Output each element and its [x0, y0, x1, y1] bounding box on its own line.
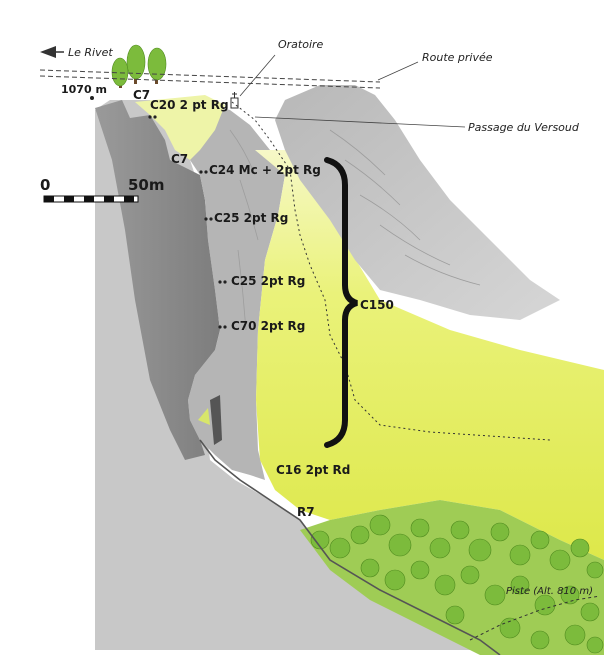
rock-right: [275, 85, 560, 320]
road: [39, 69, 381, 89]
rock-notch: [210, 395, 222, 445]
route-privee-leader: [377, 61, 419, 81]
anchor-dots: [209, 217, 213, 221]
anchor-dots: [223, 325, 227, 329]
piste-path: [469, 595, 601, 641]
passage-leader: [254, 116, 466, 128]
altitude-top-marker: [90, 96, 94, 100]
label-c25b: C25 2pt Rg: [231, 274, 305, 288]
cliff-edge: [199, 439, 501, 655]
oratoire-icon: [230, 92, 239, 109]
rock-striations: [229, 129, 481, 331]
anchor-dots: [153, 115, 157, 119]
anchor-dots: [223, 280, 227, 284]
route-privee-label: Route privée: [422, 51, 493, 64]
scale-bar: [43, 195, 139, 203]
le-rivet-arrow: [40, 46, 64, 58]
anchor-dots: [148, 115, 152, 119]
rock-wall-dark: [95, 100, 220, 460]
oratoire-label: Oratoire: [278, 38, 324, 51]
forest: [300, 500, 604, 655]
green-top: [135, 95, 225, 160]
piste-label: Piste (Alt. 810 m): [506, 586, 593, 597]
label-c20: C20 2 pt Rg: [150, 98, 229, 112]
descent-path: [231, 101, 551, 441]
label-c24: C24 Mc + 2pt Rg: [209, 163, 321, 177]
green-notch: [198, 408, 210, 425]
altitude-top-label: 1070 m: [61, 83, 107, 96]
anchor-dots: [204, 170, 208, 174]
label-c7-top: C7: [133, 88, 150, 102]
anchor-dots: [218, 325, 222, 329]
anchor-dots: [204, 217, 208, 221]
oratoire-leader: [239, 54, 276, 97]
le-rivet-label: Le Rivet: [68, 46, 113, 59]
label-c16: C16 2pt Rd: [276, 463, 350, 477]
label-c25a: C25 2pt Rg: [214, 211, 288, 225]
label-c70: C70 2pt Rg: [231, 319, 305, 333]
top-trees: [111, 44, 167, 88]
passage-label: Passage du Versoud: [468, 121, 580, 134]
scale-zero-label: 0: [40, 176, 50, 194]
label-c7-mid: C7: [171, 152, 188, 166]
label-c150: C150: [360, 298, 394, 312]
anchor-dots: [218, 280, 222, 284]
anchor-dots: [199, 170, 203, 174]
scale-50-label: 50m: [128, 176, 165, 194]
rock-ridge: [185, 105, 285, 480]
label-r7: R7: [297, 505, 315, 519]
c150-brace: [324, 157, 358, 448]
